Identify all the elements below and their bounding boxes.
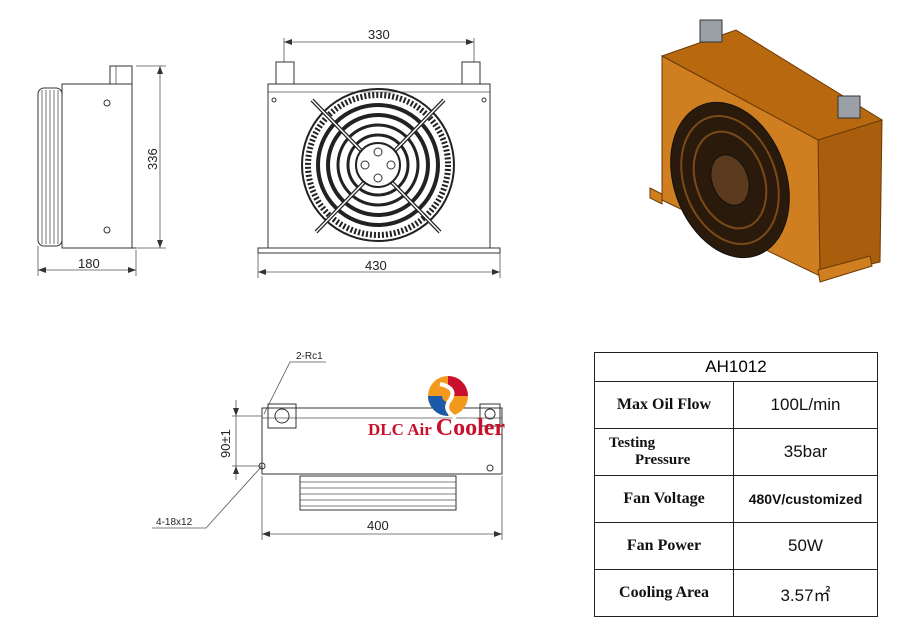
front-view: [257, 38, 501, 278]
spec-table: AH1012 Max Oil Flow 100L/min Testing Pre…: [594, 352, 878, 617]
brand-name: DLC Air Cooler: [368, 415, 505, 442]
product-render: [649, 19, 884, 283]
front-outer-width-label: 430: [365, 258, 387, 273]
front-inner-width-label: 330: [368, 27, 390, 42]
spec-value: 100L/min: [733, 381, 878, 429]
spec-row: Max Oil Flow 100L/min: [594, 381, 878, 429]
port-callout: 2-Rc1: [296, 351, 323, 362]
side-view: [37, 65, 166, 276]
logo-mark: [428, 376, 468, 420]
spec-row: Cooling Area 3.57㎡: [594, 569, 878, 617]
brand-text-large: Cooler: [435, 415, 506, 441]
spec-value: 35bar: [733, 428, 878, 476]
spec-label-line2: Pressure: [635, 452, 691, 468]
spec-value: 50W: [733, 522, 878, 570]
spec-label: Fan Power: [594, 522, 734, 570]
spec-value: 480V/customized: [733, 475, 878, 523]
spec-row: Fan Voltage 480V/customized: [594, 475, 878, 523]
spec-row: Testing Pressure 35bar: [594, 428, 878, 476]
spec-label: Max Oil Flow: [594, 381, 734, 429]
spec-value: 3.57㎡: [733, 569, 878, 617]
spec-row: Fan Power 50W: [594, 522, 878, 570]
spec-label: Testing Pressure: [594, 428, 734, 476]
port-spacing-label: 90±1: [218, 429, 233, 458]
spec-label-line1: Testing: [609, 435, 656, 451]
side-width-label: 180: [78, 256, 100, 271]
bottom-width-label: 400: [367, 518, 389, 533]
height-label: 336: [145, 148, 160, 170]
brand-text-small: DLC Air: [368, 420, 432, 439]
spec-label: Cooling Area: [594, 569, 734, 617]
holes-callout: 4-18x12: [156, 517, 193, 528]
spec-label: Fan Voltage: [594, 475, 734, 523]
bottom-view: [152, 361, 503, 540]
model-name: AH1012: [594, 352, 878, 382]
